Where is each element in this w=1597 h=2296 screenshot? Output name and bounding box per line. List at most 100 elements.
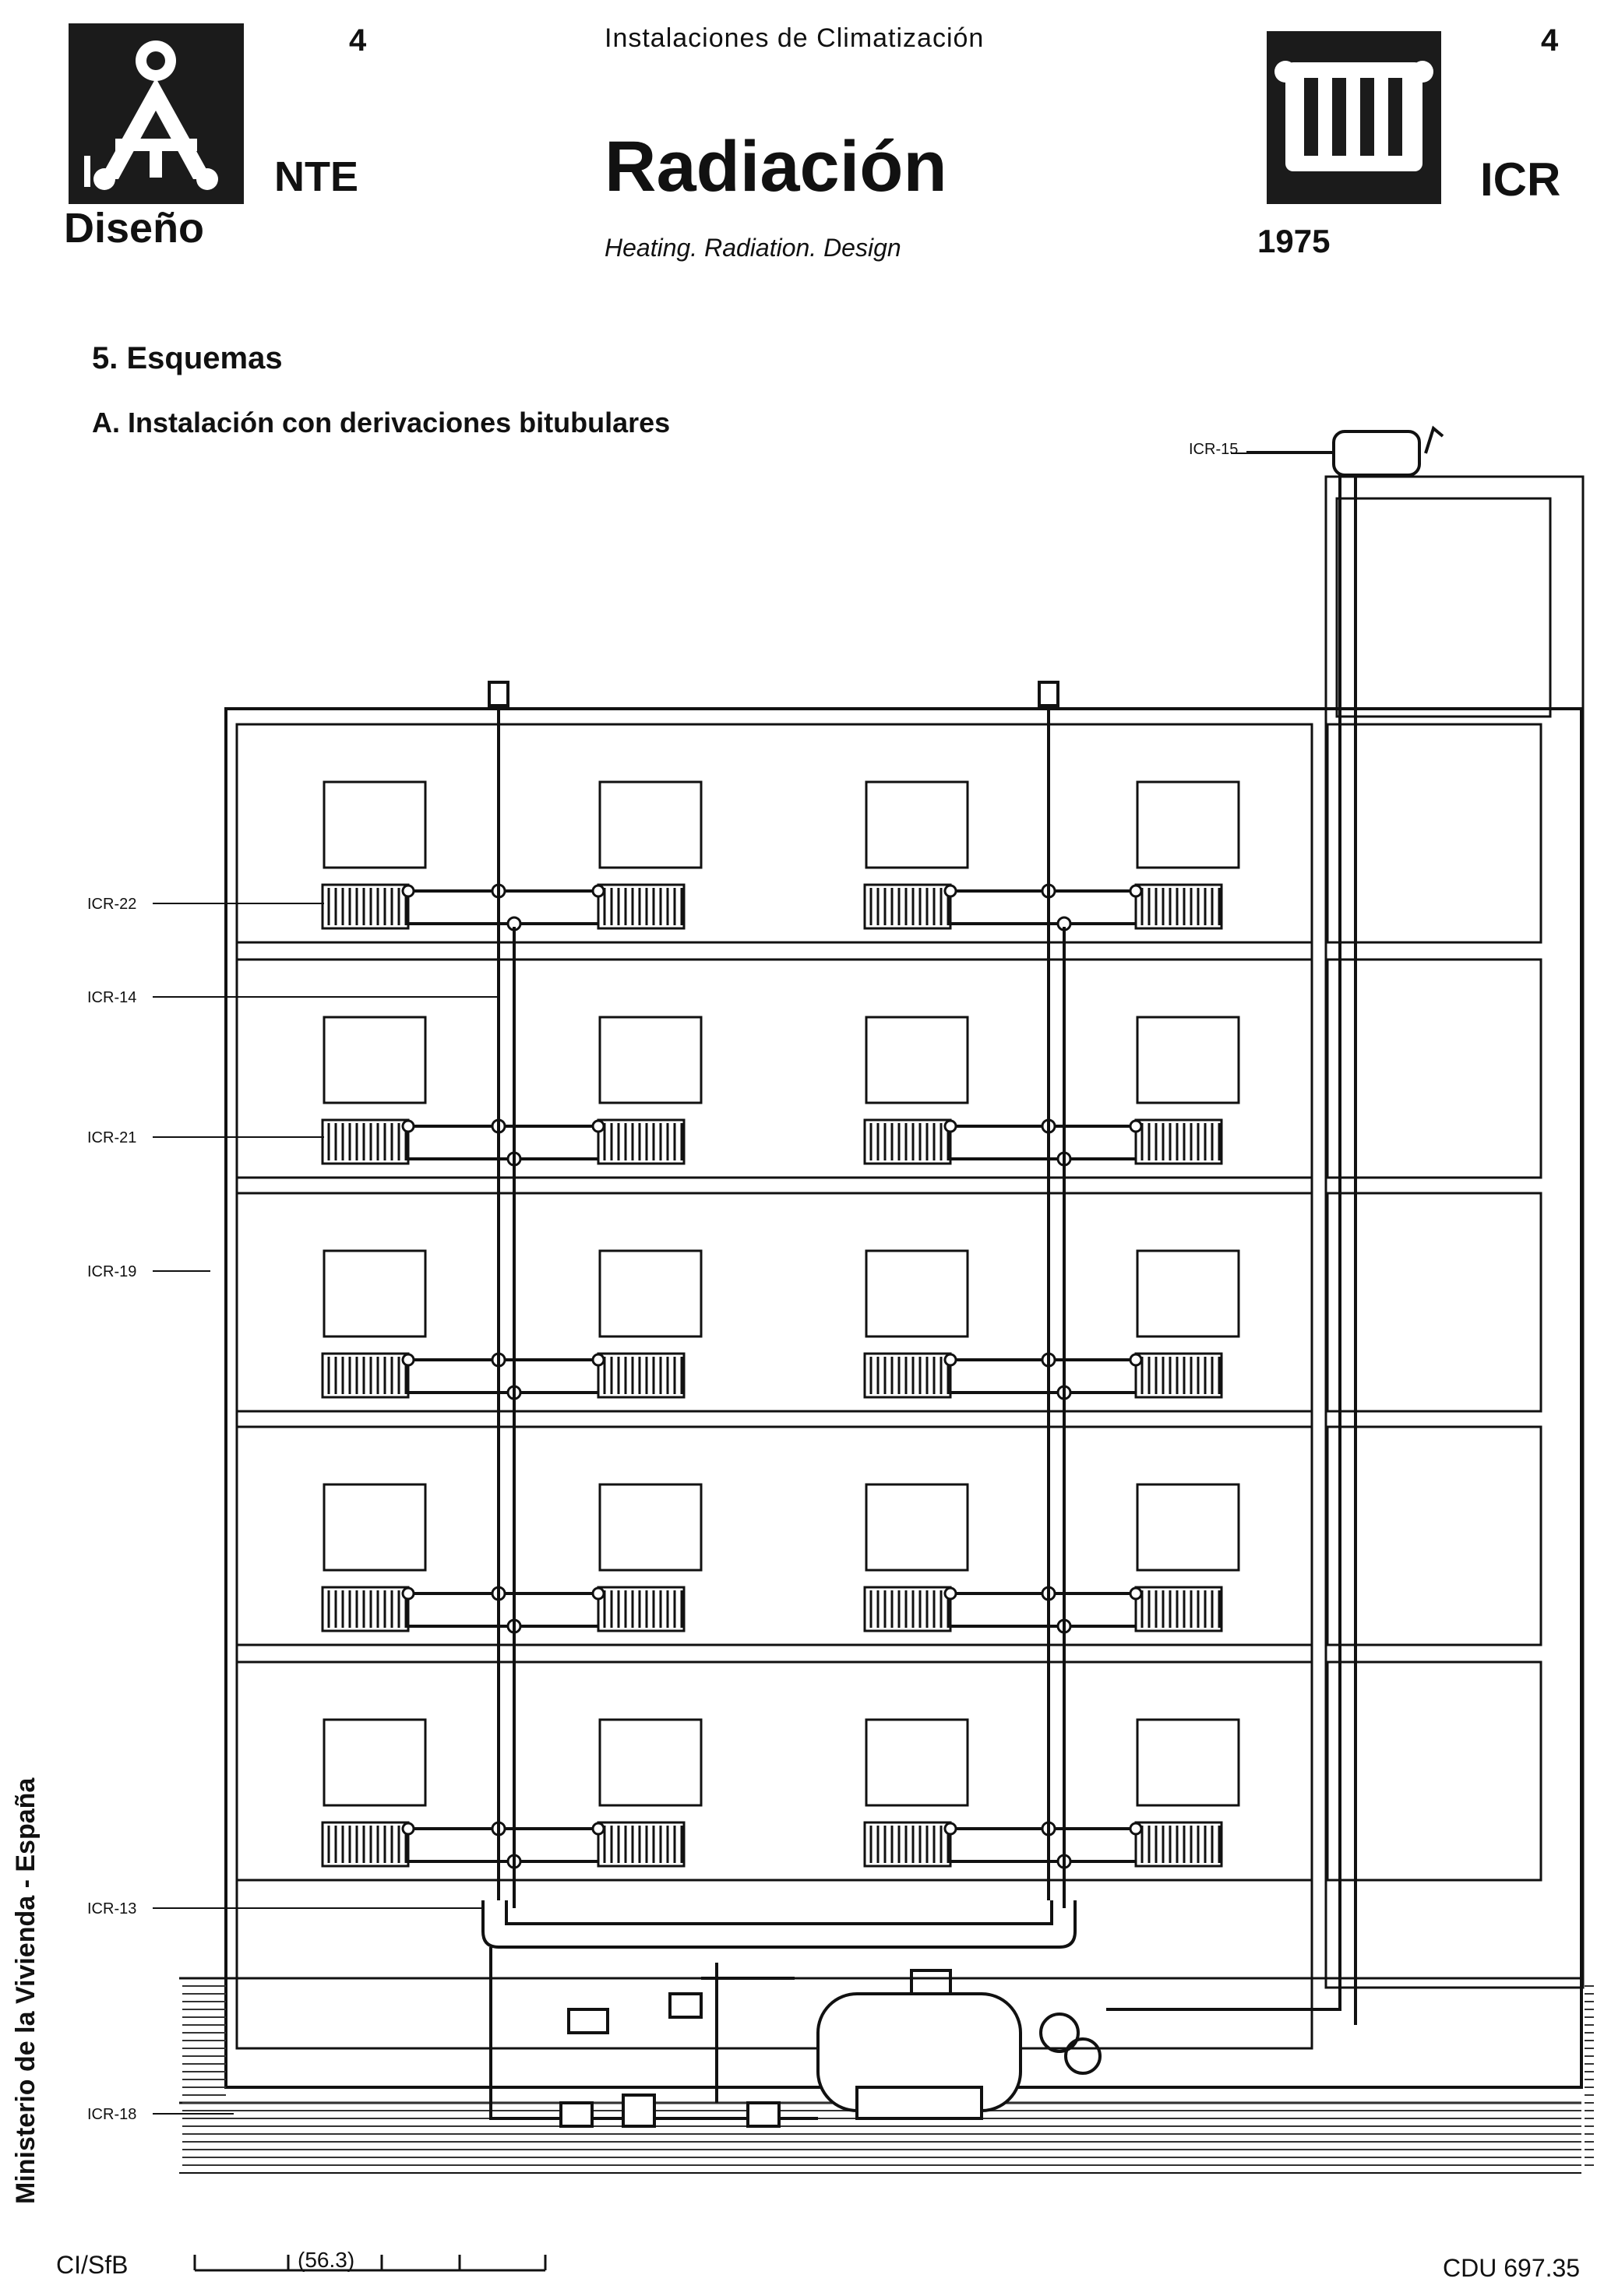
- compass-logo-icon: [69, 23, 244, 204]
- tower-floor: [1326, 723, 1542, 944]
- label-icr-15: ICR-15: [1189, 441, 1239, 458]
- window: [323, 780, 427, 869]
- floor-slab: [235, 1425, 1313, 1646]
- radiator: [1134, 1352, 1223, 1399]
- valve: [401, 884, 415, 898]
- english-title: Heating. Radiation. Design: [605, 234, 901, 262]
- valve: [591, 1353, 605, 1367]
- valve: [591, 884, 605, 898]
- valve: [943, 1119, 957, 1133]
- radiator: [321, 1821, 410, 1868]
- left-series: NTE: [274, 153, 358, 200]
- tower-floor: [1326, 958, 1542, 1179]
- section-heading: 5. Esquemas: [92, 341, 283, 375]
- valve: [401, 1822, 415, 1836]
- window: [865, 1483, 969, 1572]
- radiator: [1134, 883, 1223, 930]
- floor-slab: [235, 1660, 1313, 1882]
- label-icr-14: ICR-14: [87, 989, 137, 1006]
- floor-slab: [235, 1192, 1313, 1413]
- window: [598, 1483, 703, 1572]
- year: 1975: [1257, 223, 1331, 259]
- classification: CI/SfB: [56, 2251, 129, 2279]
- valve: [1129, 1586, 1143, 1601]
- cdu: CDU 697.35: [1443, 2254, 1581, 2282]
- valve: [401, 1119, 415, 1133]
- window: [323, 1249, 427, 1338]
- window: [865, 1249, 969, 1338]
- window: [1136, 1718, 1240, 1807]
- radiator: [597, 1821, 686, 1868]
- air-vent: [1038, 681, 1059, 707]
- tower-floor: [1326, 1425, 1542, 1646]
- section-subheading: A. Instalación con derivaciones bitubula…: [92, 407, 671, 438]
- radiator: [1134, 1821, 1223, 1868]
- radiator: [321, 1118, 410, 1165]
- radiator: [863, 1118, 952, 1165]
- floor-1: [235, 1660, 1542, 1882]
- label-icr-21: ICR-21: [87, 1129, 137, 1146]
- window: [1136, 1249, 1240, 1338]
- window: [323, 1016, 427, 1104]
- valve: [1129, 1353, 1143, 1367]
- window: [598, 1718, 703, 1807]
- label-icr-22: ICR-22: [87, 896, 137, 913]
- window: [865, 780, 969, 869]
- window: [1136, 780, 1240, 869]
- radiator: [863, 1586, 952, 1632]
- valve: [591, 1586, 605, 1601]
- window: [323, 1483, 427, 1572]
- radiator: [863, 883, 952, 930]
- window: [323, 1718, 427, 1807]
- window: [598, 1016, 703, 1104]
- page-title: Radiación: [605, 127, 947, 206]
- side-text: Ministerio de la Vivienda - España: [11, 1777, 41, 2204]
- left-number: 4: [349, 23, 367, 58]
- valve: [401, 1586, 415, 1601]
- valve: [591, 1822, 605, 1836]
- floor-5: [235, 723, 1542, 944]
- window: [865, 1016, 969, 1104]
- right-code: ICR: [1480, 153, 1561, 206]
- radiator: [1134, 1118, 1223, 1165]
- air-vent: [488, 681, 509, 707]
- valve: [1129, 1822, 1143, 1836]
- label-icr-19: ICR-19: [87, 1263, 137, 1280]
- valve: [943, 1586, 957, 1601]
- valve: [401, 1353, 415, 1367]
- valve: [943, 1353, 957, 1367]
- window: [598, 780, 703, 869]
- icr-logo: [1267, 31, 1441, 204]
- floor-4: [235, 958, 1542, 1179]
- floor-slab: [235, 723, 1313, 944]
- window: [1136, 1483, 1240, 1572]
- scale-code: (56.3): [298, 2248, 355, 2272]
- valve: [1129, 1119, 1143, 1133]
- radiator: [597, 883, 686, 930]
- floor-slab: [235, 958, 1313, 1179]
- window: [865, 1718, 969, 1807]
- nte-logo: [69, 23, 244, 204]
- label-icr-18: ICR-18: [87, 2106, 137, 2123]
- valve: [591, 1119, 605, 1133]
- tower-floor: [1326, 1192, 1542, 1413]
- window: [1136, 1016, 1240, 1104]
- category: Instalaciones de Climatización: [605, 23, 985, 53]
- floor-2: [235, 1425, 1542, 1646]
- radiator: [321, 883, 410, 930]
- radiator: [597, 1586, 686, 1632]
- radiator: [597, 1352, 686, 1399]
- radiator: [1134, 1586, 1223, 1632]
- floor-3: [235, 1192, 1542, 1413]
- window: [598, 1249, 703, 1338]
- radiator: [321, 1352, 410, 1399]
- right-number: 4: [1541, 23, 1559, 58]
- radiator: [321, 1586, 410, 1632]
- tower-floor: [1326, 1660, 1542, 1882]
- label-icr-13: ICR-13: [87, 1900, 137, 1917]
- radiator: [863, 1352, 952, 1399]
- valve: [943, 1822, 957, 1836]
- valve: [1129, 884, 1143, 898]
- radiator-logo-icon: [1267, 31, 1441, 204]
